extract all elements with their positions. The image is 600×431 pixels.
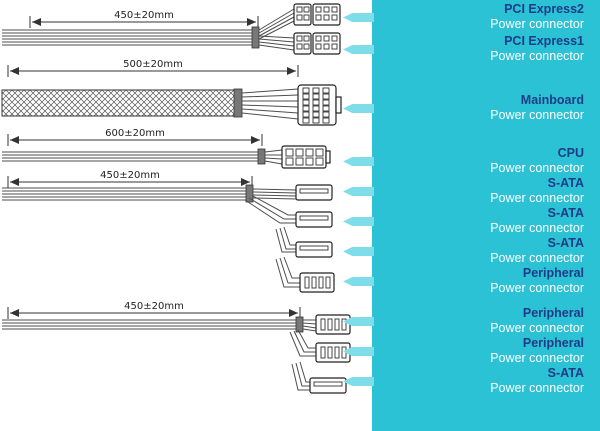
pointer-arrow [343, 217, 374, 226]
mainboard-connector [297, 84, 342, 126]
connector-label: S-ATA Power connector [374, 176, 584, 206]
pcie-cable-group [2, 3, 341, 55]
connector-title: Peripheral [522, 336, 584, 350]
peripheral-connector-3 [315, 342, 351, 363]
pointer-arrow [343, 157, 374, 166]
pointer-arrow [343, 347, 374, 356]
pointer-arrow [343, 13, 374, 22]
pointer-arrow [343, 377, 374, 386]
dimension-mainboard: 500±20mm [7, 59, 299, 77]
connector-title: PCI Express2 [504, 2, 584, 16]
connector-title: Peripheral [522, 266, 584, 280]
measurement-label: 450±20mm [114, 10, 174, 21]
pointer-arrow [343, 45, 374, 54]
cpu-cable-group [2, 145, 331, 169]
connector-title: PCI Express1 [504, 34, 584, 48]
measurement-label: 450±20mm [100, 170, 160, 181]
connector-label: PCI Express2 Power connector [374, 2, 584, 32]
pointer-arrow [343, 277, 374, 286]
connector-label: S-ATA Power connector [374, 206, 584, 236]
sata-connector-1 [295, 184, 333, 201]
label-panel [372, 0, 600, 431]
peripheral-connector-1 [299, 272, 335, 293]
connector-label: S-ATA Power connector [374, 236, 584, 266]
dimension-cpu: 600±20mm [7, 128, 263, 146]
cpu-connector [281, 145, 331, 169]
connector-subtitle: Power connector [490, 251, 584, 265]
connector-title: S-ATA [547, 176, 584, 190]
connector-title: S-ATA [547, 206, 584, 220]
connector-label: Peripheral Power connector [374, 306, 584, 336]
measurement-label: 600±20mm [105, 128, 165, 139]
pcie1-connector [293, 32, 341, 55]
sata-connector-2 [295, 211, 333, 228]
peripheral-chain-group [2, 314, 351, 394]
connector-label: Mainboard Power connector [374, 93, 584, 123]
pcie2-connector [293, 3, 341, 26]
connector-label: CPU Power connector [374, 146, 584, 176]
pointer-arrow [343, 104, 374, 113]
dimension-pcie: 450±20mm [29, 10, 259, 28]
dimension-peripheral-chain: 450±20mm [7, 301, 301, 319]
connector-title: S-ATA [547, 366, 584, 380]
peripheral-connector-2 [315, 314, 351, 335]
measurement-label: 500±20mm [123, 59, 183, 70]
connector-title: Mainboard [520, 93, 584, 107]
connector-subtitle: Power connector [490, 17, 584, 31]
pointer-arrow [343, 187, 374, 196]
connector-subtitle: Power connector [490, 49, 584, 63]
connector-label: S-ATA Power connector [374, 366, 584, 396]
connector-subtitle: Power connector [490, 281, 584, 295]
connector-label: PCI Express1 Power connector [374, 34, 584, 64]
dimension-sata-chain: 450±20mm [7, 170, 253, 188]
connector-subtitle: Power connector [490, 321, 584, 335]
pointer-arrow [343, 317, 374, 326]
sata-connector-4 [309, 377, 347, 394]
connector-title: S-ATA [547, 236, 584, 250]
connector-subtitle: Power connector [490, 221, 584, 235]
pointer-arrow [343, 247, 374, 256]
sata-connector-3 [295, 241, 333, 258]
connector-label: Peripheral Power connector [374, 336, 584, 366]
connector-subtitle: Power connector [490, 191, 584, 205]
sata-chain-group [2, 184, 335, 293]
measurement-label: 450±20mm [124, 301, 184, 312]
connector-title: CPU [557, 146, 584, 160]
connector-subtitle: Power connector [490, 161, 584, 175]
connector-subtitle: Power connector [490, 108, 584, 122]
connector-title: Peripheral [522, 306, 584, 320]
connector-subtitle: Power connector [490, 381, 584, 395]
connector-label: Peripheral Power connector [374, 266, 584, 296]
connector-subtitle: Power connector [490, 351, 584, 365]
mainboard-cable-group [1, 84, 342, 126]
